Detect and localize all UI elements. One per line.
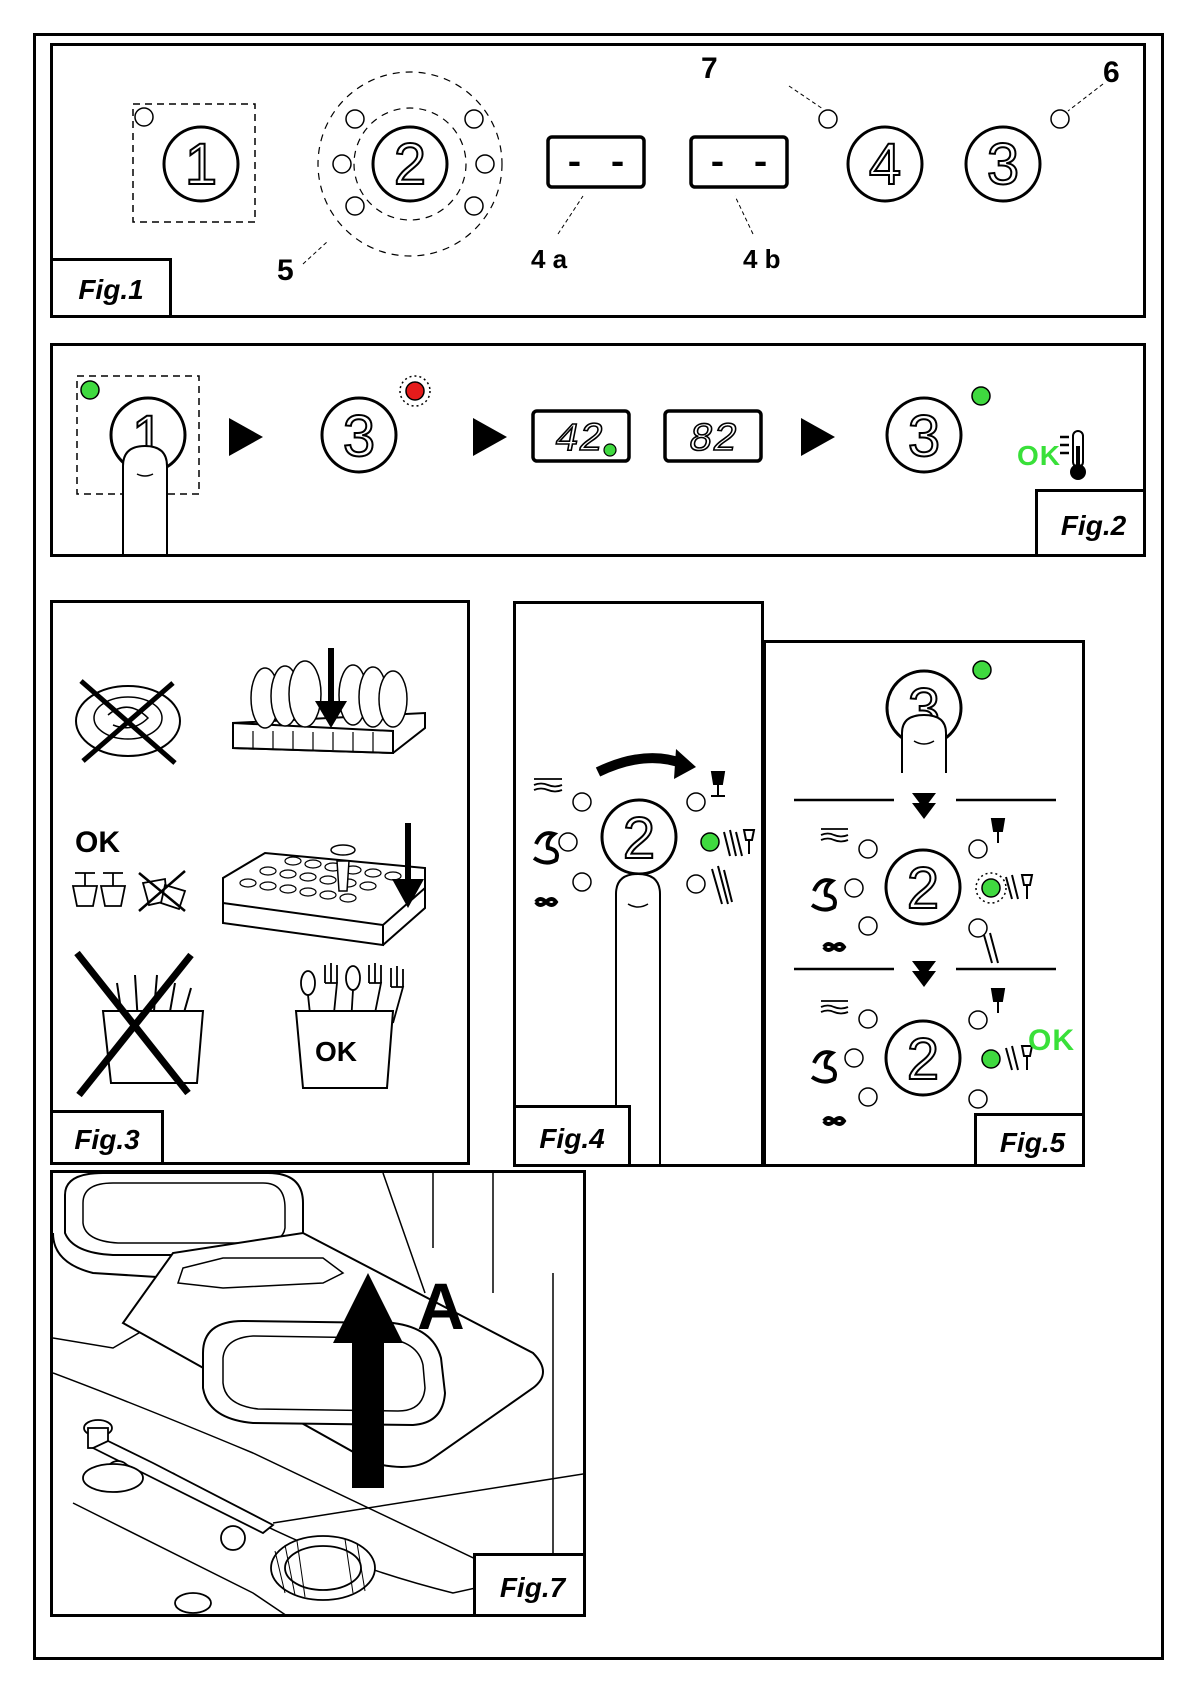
glass-icon xyxy=(711,772,725,796)
led-green-start xyxy=(973,661,991,679)
led-green-blinking xyxy=(982,879,1000,897)
arrow-right-icon xyxy=(229,418,263,456)
ok-program-label: OK xyxy=(1028,1026,1075,1056)
callout-7: 7 xyxy=(701,54,718,84)
callout-4b: 4 b xyxy=(743,246,781,272)
water-fill-icon xyxy=(534,779,562,792)
glasses-upside-down-icon xyxy=(73,873,185,909)
filter-removal-drawing xyxy=(53,1173,586,1617)
rotate-arrow-icon xyxy=(598,758,684,772)
led-display-dot xyxy=(604,444,616,456)
led-green-2 xyxy=(972,387,990,405)
arrow-label-a: A xyxy=(417,1273,465,1339)
figure-4-label: Fig.4 xyxy=(513,1105,631,1167)
thermometer-icon xyxy=(1060,431,1086,480)
arrow-right-icon xyxy=(473,418,507,456)
led-1 xyxy=(135,108,153,126)
callout-4a: 4 a xyxy=(531,246,567,272)
figure-4-program-selection: 2 xyxy=(513,601,764,1167)
callout-6: 6 xyxy=(1103,58,1120,88)
display-a-text: 42 xyxy=(555,418,603,463)
button-1-number: 1 xyxy=(185,132,217,197)
figure-1-control-panel: 1 2 4 3 - - - - 7 6 5 4 a 4 b Fig.1 xyxy=(50,43,1146,318)
display-4b-text: - - xyxy=(707,143,772,184)
arrow-up-shaft xyxy=(352,1338,384,1488)
plate-crossed-icon xyxy=(76,681,180,763)
callout-5: 5 xyxy=(277,256,294,286)
program-start-drawing: 3 2 xyxy=(766,643,1085,1167)
control-panel-drawing: 1 2 4 3 - - - - xyxy=(53,46,1146,318)
fig4-button-2-number: 2 xyxy=(623,806,655,871)
button-2-number: 2 xyxy=(394,132,426,197)
cutlery-crossed-icon xyxy=(77,953,203,1095)
fig2-button-3a-number: 3 xyxy=(343,404,375,469)
figure-1-label: Fig.1 xyxy=(50,258,172,318)
led-green-1 xyxy=(81,381,99,399)
led-2d xyxy=(465,110,483,128)
finger-icon xyxy=(123,446,167,557)
led-2b xyxy=(333,155,351,173)
led-red xyxy=(406,382,424,400)
figure-3-label: Fig.3 xyxy=(50,1110,164,1165)
fig5-button-2a-number: 2 xyxy=(907,856,939,921)
temperature-check-drawing: 1 3 42 82 3 xyxy=(53,346,1146,557)
display-b-text: 82 xyxy=(689,418,737,463)
led-2a xyxy=(346,110,364,128)
led-2c xyxy=(346,197,364,215)
drain-s-icon xyxy=(534,833,557,862)
display-4a-text: - - xyxy=(564,143,629,184)
fig2-button-3b-number: 3 xyxy=(908,404,940,469)
figure-2-temperature-check: 1 3 42 82 3 xyxy=(50,343,1146,557)
program-selection-drawing: 2 xyxy=(516,604,764,1167)
ok-glasses-label: OK xyxy=(75,828,120,858)
button-4-number: 4 xyxy=(869,132,901,197)
infinity-icon xyxy=(536,899,556,905)
led-green-selected xyxy=(701,833,719,851)
glass-rack-icon xyxy=(223,823,425,945)
arrow-right-icon xyxy=(801,418,835,456)
led-2e xyxy=(476,155,494,173)
ok-cutlery-label: OK xyxy=(315,1038,357,1066)
cutlery-ok-icon xyxy=(296,963,403,1088)
cutlery-icon xyxy=(712,866,732,904)
plate-rack-icon xyxy=(233,648,425,753)
figure-7-filter-removal: A Fig.7 xyxy=(50,1170,586,1617)
fig5-button-2b-number: 2 xyxy=(907,1027,939,1092)
figure-3-loading-instructions: OK OK Fig.3 xyxy=(50,600,470,1165)
figure-5-program-start: 3 2 xyxy=(763,640,1085,1167)
led-green-ready xyxy=(982,1050,1000,1068)
figure-2-label: Fig.2 xyxy=(1035,489,1146,557)
led-2f xyxy=(465,197,483,215)
ok-temperature-label: OK xyxy=(1017,442,1061,470)
cutlery-glass-icon xyxy=(724,830,754,856)
button-3-number: 3 xyxy=(987,132,1019,197)
loading-instructions-drawing xyxy=(53,603,470,1165)
led-6 xyxy=(1051,110,1069,128)
figure-7-label: Fig.7 xyxy=(473,1553,586,1617)
figure-5-label: Fig.5 xyxy=(974,1113,1085,1167)
led-7 xyxy=(819,110,837,128)
